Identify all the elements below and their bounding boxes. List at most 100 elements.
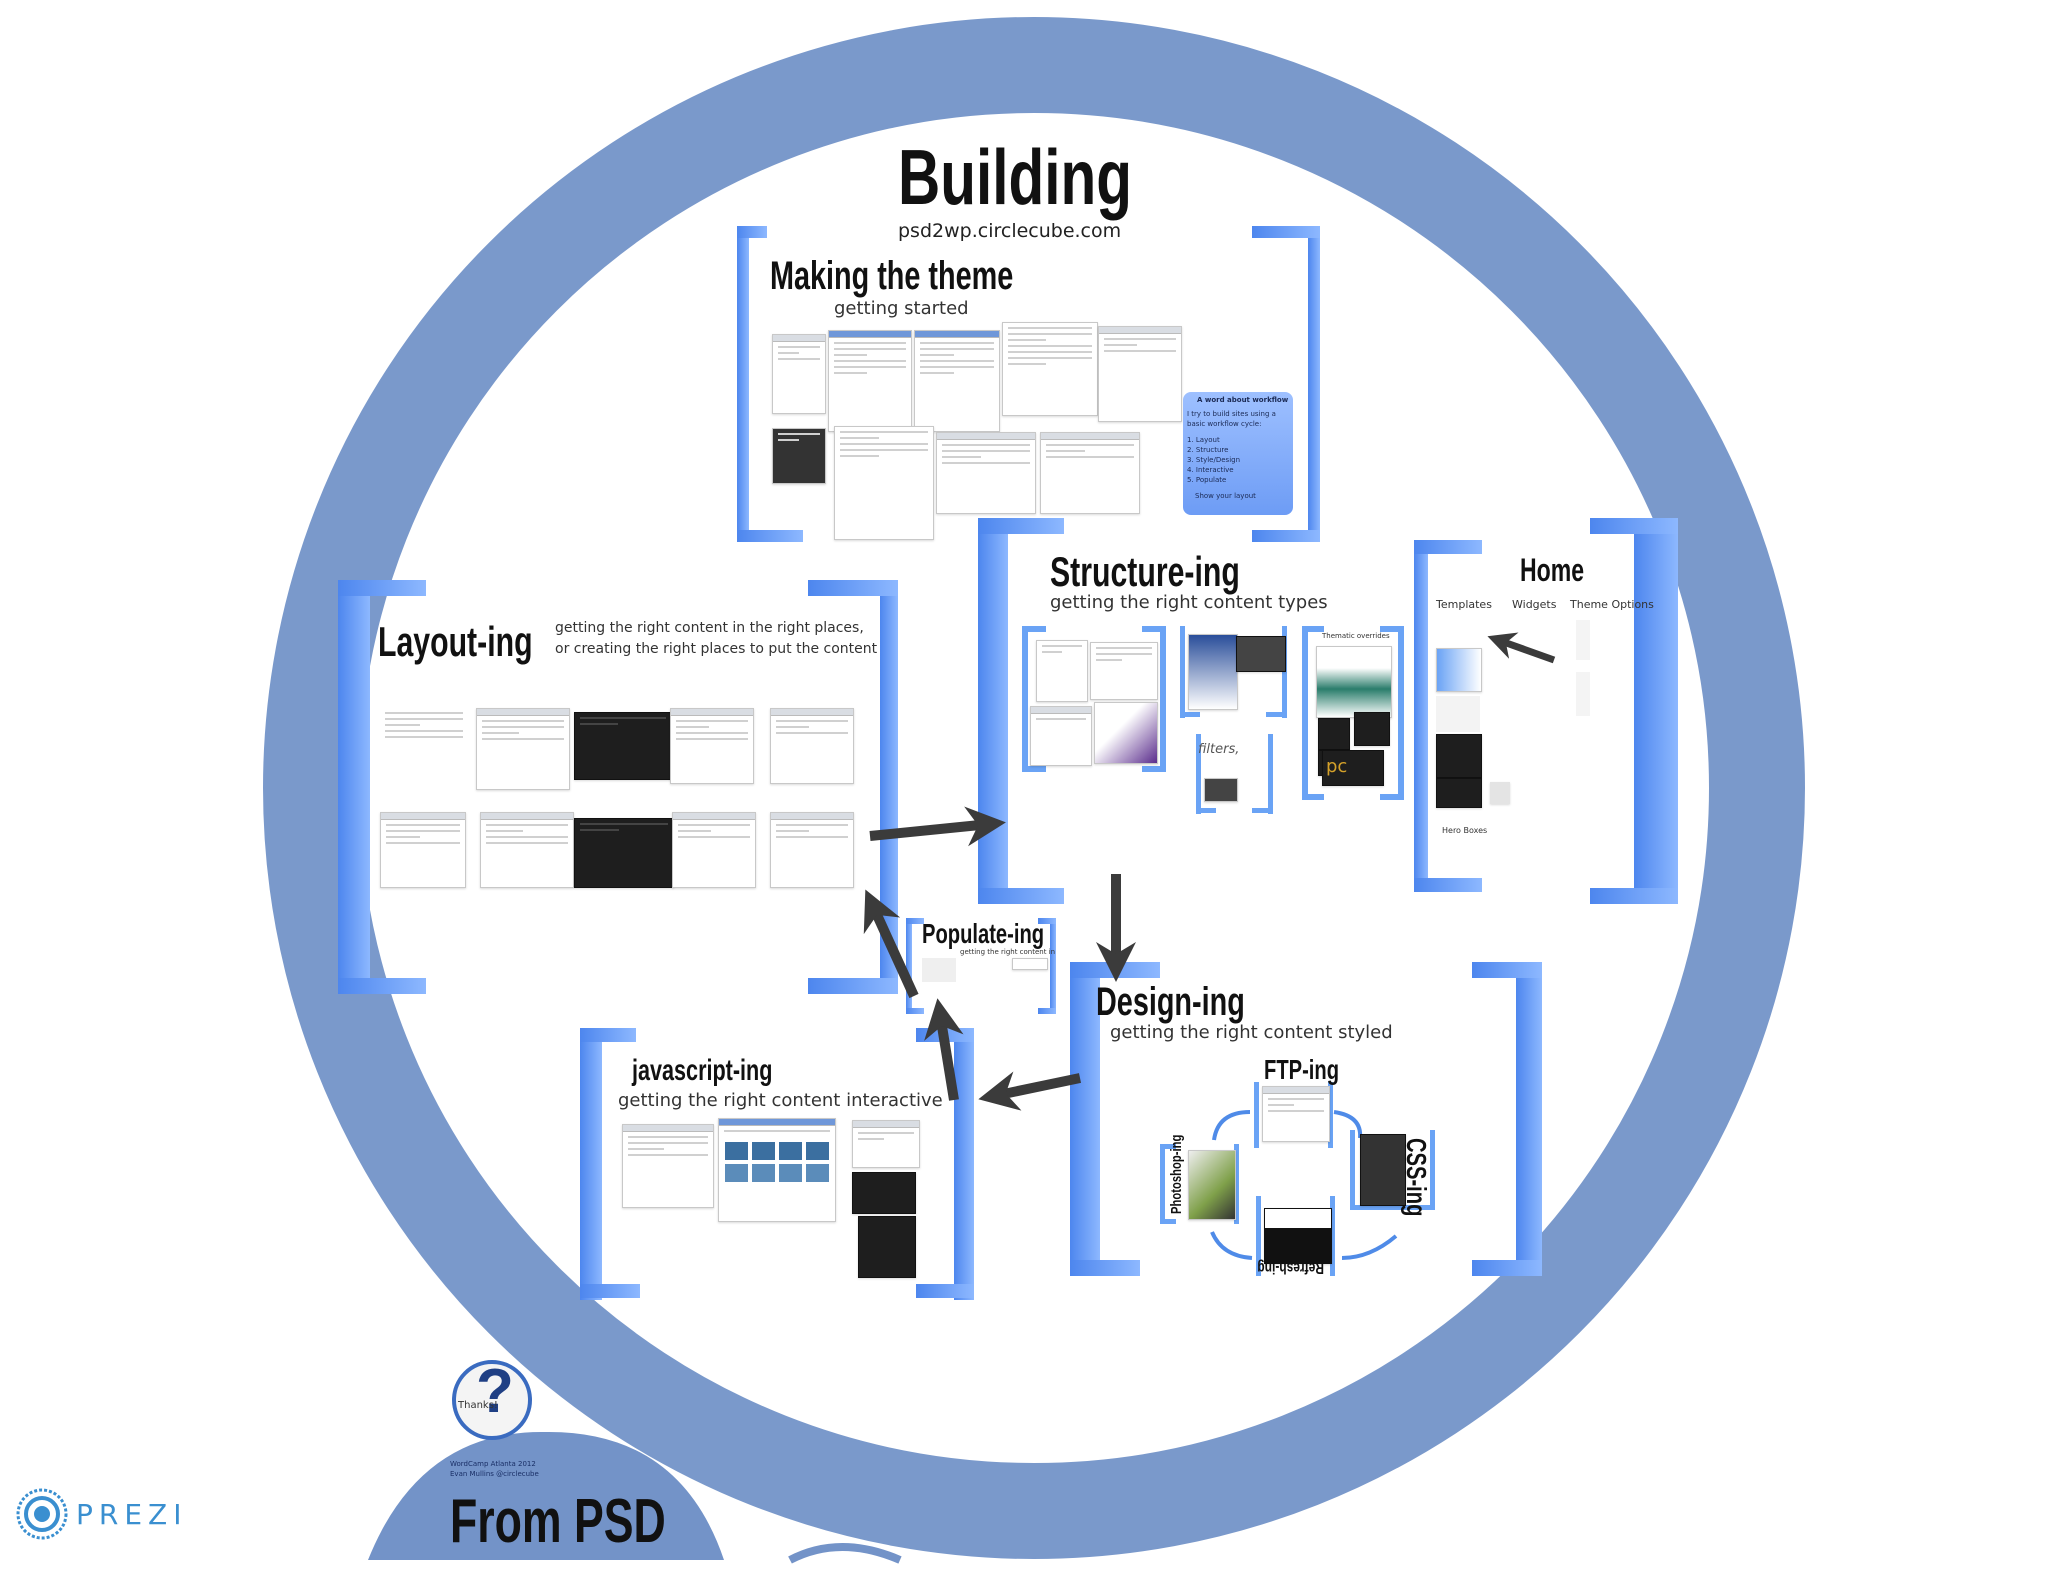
event-label: WordCamp Atlanta 2012 [450,1460,536,1468]
workflow-note-heading: A word about workflow [1197,396,1289,404]
javascript-title: javascript-ing [632,1054,773,1087]
photoshop-label: Photoshop-ing [1168,1134,1185,1214]
layout-bracket [338,580,898,994]
home-thumb [1436,696,1480,732]
home-col-widgets: Widgets [1512,598,1557,611]
structure-filters-caption: filters, [1198,742,1240,757]
css-thumb [1360,1134,1406,1206]
structure-thumb [1322,750,1384,786]
structure-thumb [1030,706,1092,766]
structure-thumb [1204,778,1238,802]
workflow-note-line: basic workflow cycle: [1187,420,1262,428]
javascript-thumb [852,1120,920,1168]
home-thumb [1576,672,1590,716]
home-thumb [1436,778,1482,808]
author-label: Evan Mullins @circlecube [450,1470,539,1478]
layout-thumb [574,818,674,888]
question-mark-icon: ? [476,1357,514,1426]
making-thumb-9 [1040,432,1140,514]
layout-thumb [574,712,672,780]
design-bracket [1070,962,1542,1276]
making-thumb-8 [936,432,1036,514]
structure-thumb [1188,634,1238,710]
layout-thumb [380,812,466,888]
making-thumb-2 [828,330,912,432]
home-thumb [1436,734,1482,778]
layout-thumb [476,708,570,790]
populate-title: Populate-ing [922,918,1045,949]
layout-title: Layout-ing [378,618,533,665]
photoshop-thumb [1188,1150,1236,1220]
making-thumb-6 [772,428,826,484]
layout-subtitle-2: or creating the right places to put the … [555,641,878,657]
workflow-note-line: I try to build sites using a [1187,410,1276,418]
javascript-thumb [718,1118,836,1222]
populate-thumb [1012,958,1048,970]
workflow-note-line: 2. Structure [1187,446,1229,454]
making-thumb-1 [772,334,826,414]
home-hero-caption: Hero Boxes [1442,826,1488,835]
home-thumb [1490,782,1510,804]
structure-title: Structure-ing [1050,548,1240,595]
layout-thumb [380,708,468,788]
workflow-note-line: 3. Style/Design [1187,456,1241,464]
populate-thumb [922,958,956,982]
design-inner-brackets [1160,1082,1435,1276]
structure-thumb [1094,702,1158,764]
making-thumb-5 [1098,326,1182,422]
javascript-thumb [852,1172,916,1214]
refresh-label: Refresh-ing [1257,1259,1324,1276]
css-label: CSS-ing [1401,1138,1432,1217]
design-title: Design-ing [1096,980,1245,1024]
building-title: Building [898,133,1132,221]
home-bracket [1414,518,1678,904]
home-col-templates: Templates [1436,598,1492,611]
structure-thumb [1316,646,1392,718]
design-subtitle: getting the right content styled [1110,1022,1393,1043]
ftp-label: FTP-ing [1264,1054,1340,1085]
making-subtitle: getting started [834,298,969,319]
javascript-subtitle: getting the right content interactive [618,1090,943,1111]
home-thumb [1576,620,1590,660]
ftp-thumb [1262,1086,1330,1142]
making-thumb-3 [914,330,1000,432]
javascript-thumb [622,1124,714,1208]
from-psd-dome [368,1431,724,1560]
populate-subtitle: getting the right content in [960,948,1056,956]
arrow-design-to-javascript [978,1071,1082,1111]
prezi-brand[interactable]: PREZI [16,1488,187,1540]
refresh-thumb [1264,1208,1332,1264]
next-frame-arc [788,1543,902,1564]
structure-thumb [1354,712,1390,746]
structure-thumb [1036,640,1088,702]
arrow-populate-to-layout [863,889,919,999]
layout-thumb [672,812,756,888]
arrow-layout-to-structure [869,806,1006,847]
structure-inner-brackets [1022,626,1404,814]
making-title: Making the theme [770,254,1014,298]
flow-arrows [863,632,1556,1111]
workflow-note-line: 4. Interactive [1187,466,1234,474]
populate-bracket [906,918,1056,1014]
layout-subtitle-1: getting the right content in the right p… [555,620,864,636]
from-psd-title: From PSD [450,1487,666,1556]
workflow-note-footer: Show your layout [1195,492,1256,500]
structure-subtitle: getting the right content types [1050,592,1328,613]
prezi-logo-icon [16,1488,68,1540]
workflow-note-line: 5. Populate [1187,476,1227,484]
arrow-home-pointer [1487,632,1556,664]
structure-themes-caption: Thematic overrides [1322,632,1390,640]
layout-thumb [670,708,754,784]
structure-thumb [1236,636,1286,672]
javascript-bracket [580,1028,974,1300]
thanks-label: Thanks! [458,1400,498,1411]
building-url: psd2wp.circlecube.com [898,220,1122,242]
arrow-javascript-to-populate [924,998,964,1101]
javascript-thumb [858,1216,916,1278]
layout-thumb [770,708,854,784]
question-circle [452,1360,532,1440]
structure-thumb [1090,642,1158,700]
making-thumb-7 [834,426,934,540]
